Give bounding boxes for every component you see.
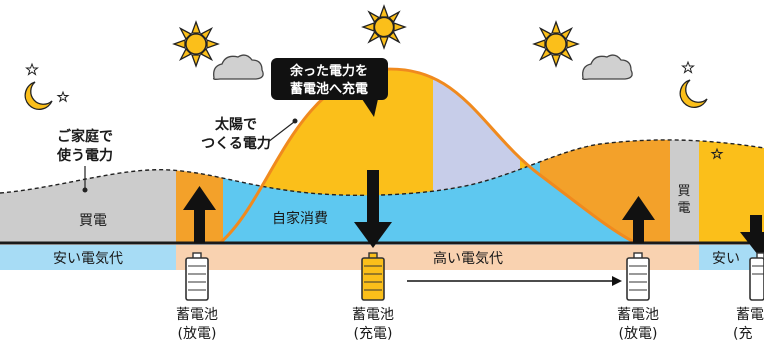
battery-3-state: (放電): [619, 326, 658, 342]
charge-arrow-right: [740, 215, 764, 255]
cheap-right-label: 安い: [712, 251, 740, 267]
sun-icon-center: [361, 4, 407, 50]
cloud-icon-left: [212, 54, 264, 80]
battery-icon-charging: [361, 252, 385, 301]
price-expensive: [176, 245, 699, 270]
battery-3-title: 蓄電池: [617, 307, 659, 323]
moon-icon-left: [24, 81, 53, 110]
battery-1-title: 蓄電池: [176, 307, 218, 323]
solar-label-line1: 太陽で: [215, 116, 257, 133]
battery-icon-partial: [749, 252, 764, 301]
household-label-line2: 使う電力: [56, 147, 113, 164]
solar-leader: [267, 121, 295, 143]
battery-icon-empty-left: [185, 252, 209, 301]
solar-label-line2: つくる電力: [201, 135, 271, 152]
moon-icon-right: [679, 79, 708, 108]
buy-label-left: 買電: [79, 213, 107, 229]
household-leader-dot: [82, 187, 88, 193]
discharge-arrow-right: [622, 196, 655, 243]
time-arrow: [407, 276, 622, 286]
battery-4-title: 蓄電: [736, 307, 764, 323]
sun-icon-right: [532, 20, 580, 68]
battery-4-state: (充: [733, 326, 752, 342]
purchase-area-right: [670, 145, 699, 243]
cheap-left-label: 安い電気代: [53, 251, 123, 267]
battery-icon-empty-right: [626, 252, 650, 301]
star-icon-2: [56, 90, 70, 103]
discharge-arrow-left: [183, 186, 216, 243]
surplus-label-line1: 余った電力を: [289, 63, 368, 79]
battery-2-title: 蓄電池: [352, 307, 394, 323]
solar-curve: [219, 67, 637, 245]
battery-1-state: (放電): [178, 326, 217, 342]
star-icon-1: [25, 62, 39, 76]
buy-label-right-1: 買: [677, 184, 690, 199]
star-icon-3: [681, 60, 695, 74]
sun-icon-left: [172, 20, 220, 68]
surplus-label-line2: 蓄電池へ充電: [290, 81, 368, 97]
charge-arrow: [354, 170, 392, 248]
cloud-icon-right: [581, 54, 633, 80]
surplus-callout: 余った電力を 蓄電池へ充電: [271, 58, 388, 117]
star-icon-4: [710, 147, 724, 160]
expensive-label: 高い電気代: [433, 250, 503, 267]
price-cheap-left: [0, 245, 176, 270]
solar-leader-dot: [292, 118, 298, 124]
buy-label-right-2: 電: [677, 201, 690, 216]
household-label-line1: ご家庭で: [57, 128, 113, 145]
self-consumption-label: 自家消費: [272, 210, 328, 227]
battery-2-state: (充電): [354, 326, 393, 342]
